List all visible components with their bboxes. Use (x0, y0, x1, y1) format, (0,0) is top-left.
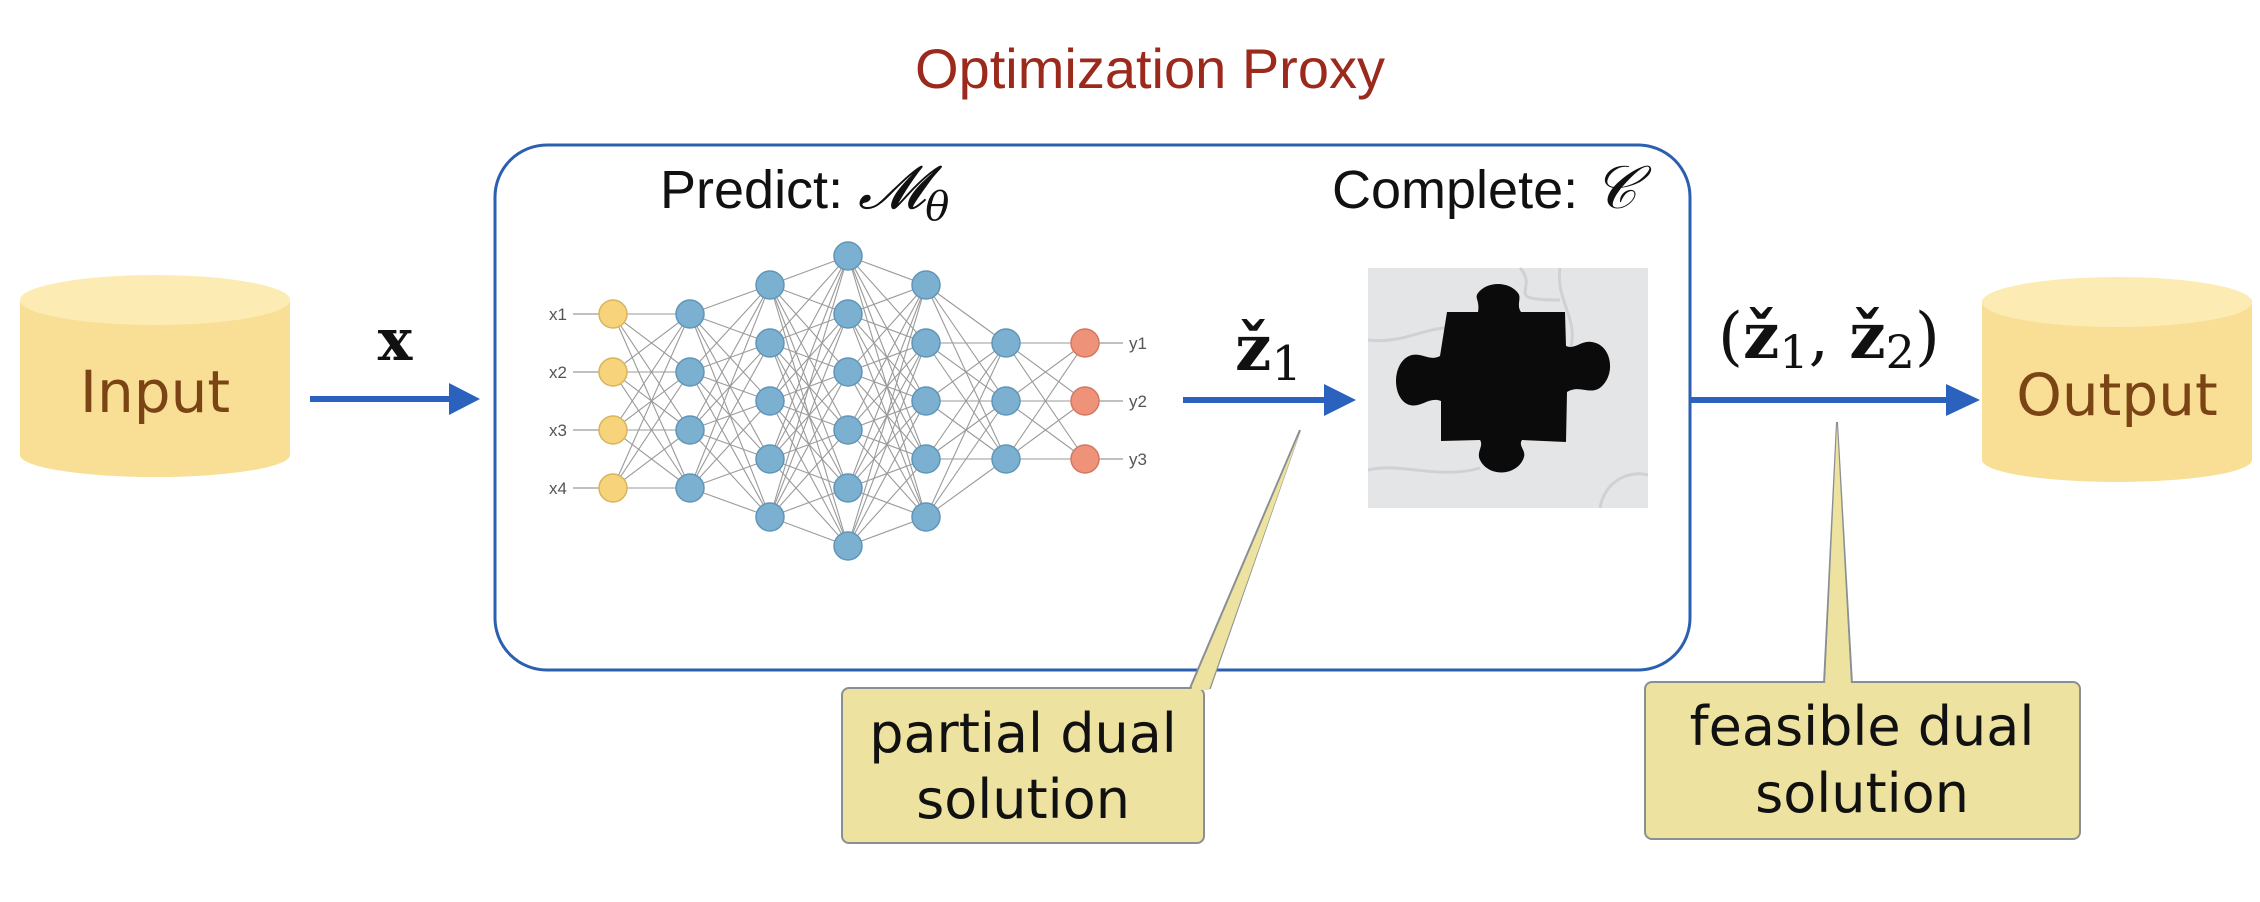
nn-edge (769, 429, 849, 518)
nn-output-node (1070, 386, 1100, 416)
nn-hidden-node (755, 386, 785, 416)
nn-edge (847, 284, 927, 547)
nn-edge (612, 371, 691, 489)
nn-hidden-node (755, 502, 785, 532)
input-cylinder: Input (20, 275, 290, 477)
nn-edge (925, 284, 1007, 344)
arrow-predict-to-complete (1183, 384, 1356, 416)
nn-input-node (598, 299, 628, 329)
nn-edge (689, 284, 771, 373)
output-label: Output (2016, 361, 2217, 429)
nn-input-label: x2 (549, 363, 567, 382)
nn-hidden-node (675, 415, 705, 445)
nn-edge (689, 342, 771, 489)
nn-output-label: y2 (1129, 392, 1147, 411)
nn-edge (847, 400, 927, 547)
nn-hidden-node (911, 444, 941, 474)
callout-feasible-line1: feasible dual (1690, 695, 2035, 758)
callout-partial-line1: partial dual (869, 702, 1177, 765)
nn-hidden-node (755, 328, 785, 358)
callout-partial-dual-solution: partial dual solution (841, 429, 1301, 844)
arrow-input-to-proxy (310, 383, 480, 415)
nn-hidden-node (911, 386, 941, 416)
z1-z2-label: (ž1, ž2) (1718, 299, 1940, 379)
nn-edge (769, 371, 849, 518)
nn-edge (847, 284, 927, 489)
nn-edge (689, 400, 771, 489)
nn-edge (612, 429, 691, 489)
nn-hidden-node (833, 473, 863, 503)
nn-hidden-node (675, 357, 705, 387)
nn-edge (925, 458, 1007, 518)
nn-edge (612, 313, 691, 373)
arrow-proxy-to-output (1690, 384, 1980, 416)
x-variable-label: x (378, 306, 413, 374)
nn-edge (847, 458, 927, 547)
nn-hidden-node (755, 270, 785, 300)
nn-input-label: x3 (549, 421, 567, 440)
nn-hidden-node (833, 241, 863, 271)
nn-edge (1005, 342, 1086, 460)
nn-output-label: y3 (1129, 450, 1147, 469)
nn-input-node (598, 473, 628, 503)
nn-input-label: x4 (549, 479, 567, 498)
nn-edge (925, 342, 1007, 402)
nn-edge (1005, 342, 1086, 402)
input-label: Input (80, 358, 230, 426)
nn-hidden-node (675, 473, 705, 503)
nn-edge (769, 255, 849, 344)
predict-label: Predict: 𝓜θ (660, 153, 949, 230)
nn-hidden-node (991, 328, 1021, 358)
nn-input-node (598, 415, 628, 445)
nn-input-label: x1 (549, 305, 567, 324)
nn-hidden-node (911, 502, 941, 532)
callout-feasible-dual-solution: feasible dual solution (1644, 421, 2081, 840)
nn-input-node (598, 357, 628, 387)
nn-output-label: y1 (1129, 334, 1147, 353)
optimization-proxy-frame (493, 143, 1692, 672)
nn-edge (1005, 400, 1086, 460)
nn-hidden-node (833, 531, 863, 561)
nn-hidden-node (833, 357, 863, 387)
nn-edge (769, 313, 849, 518)
nn-edge (689, 284, 771, 431)
nn-output-node (1070, 328, 1100, 358)
nn-edge (769, 255, 849, 402)
nn-edge (925, 342, 1007, 460)
callout-feasible-line2: solution (1755, 762, 1969, 825)
neural-network: x1 x2 x3 x4 y1 y2 y3 (549, 241, 1147, 561)
nn-edge (847, 284, 927, 431)
puzzle-image (1367, 266, 1649, 509)
output-cylinder: Output (1982, 277, 2252, 482)
nn-hidden-node (833, 299, 863, 329)
nn-hidden-node (991, 444, 1021, 474)
nn-edge (847, 342, 927, 547)
puzzle-piece-icon (1395, 284, 1611, 473)
nn-output-node (1070, 444, 1100, 474)
nn-hidden-node (991, 386, 1021, 416)
nn-edge (769, 255, 849, 460)
nn-hidden-node (675, 299, 705, 329)
nn-edge (612, 313, 691, 431)
nn-hidden-node (911, 328, 941, 358)
nn-edge (612, 313, 691, 489)
z1-label: ž1 (1235, 311, 1302, 392)
complete-label: Complete: 𝒞 (1332, 153, 1652, 223)
nn-hidden-node (833, 415, 863, 445)
diagram-title: Optimization Proxy (915, 37, 1385, 100)
callout-partial-line2: solution (916, 768, 1130, 831)
nn-hidden-node (755, 444, 785, 474)
nn-edge (925, 342, 1007, 518)
nn-edge (689, 284, 771, 489)
nn-hidden-node (911, 270, 941, 300)
nn-edge (769, 255, 849, 518)
nn-edge (925, 400, 1007, 518)
nn-edge (847, 284, 927, 373)
